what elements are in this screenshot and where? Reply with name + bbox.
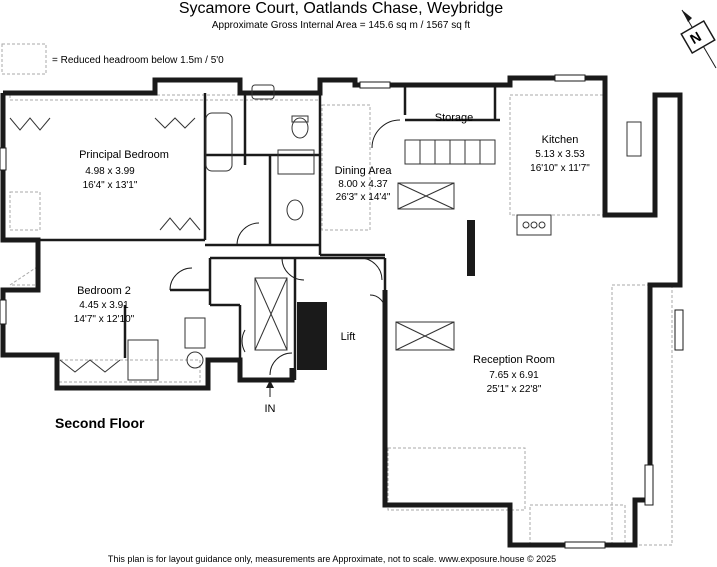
principal-bedroom-name: Principal Bedroom [79,149,169,161]
sink-icon-2 [184,317,206,349]
toilet-icon-2 [286,199,304,221]
lift-shaft [297,302,327,370]
kitchen-metric: 5.13 x 3.53 [535,149,585,160]
stairs [404,139,496,165]
room-bedroom-2: Bedroom 2 4.45 x 3.91 14'7" x 12'10" [74,285,135,325]
reception-room-metric: 7.65 x 6.91 [489,370,539,381]
north-compass-icon: N [680,9,717,69]
plan-title: Sycamore Court, Oatlands Chase, Weybridg… [179,0,503,17]
shower-icon [277,149,315,175]
interior-walls [40,85,500,380]
wardrobes [9,117,201,373]
plan-subtitle: Approximate Gross Internal Area = 145.6 … [212,20,470,31]
bathroom-fixtures [127,84,315,381]
kitchen-name: Kitchen [542,134,579,146]
kitchen-imperial: 16'10" x 11'7" [530,163,590,174]
room-kitchen: Kitchen 5.13 x 3.53 16'10" x 11'7" [530,134,590,174]
bedroom2-name: Bedroom 2 [77,285,131,297]
room-dining-area: Dining Area 8.00 x 4.37 26'3" x 14'4" [335,165,393,203]
bathtub-icon [205,112,233,172]
skylights [254,182,455,351]
shower-icon-2 [127,339,159,381]
principal-bedroom-metric: 4.98 x 3.99 [85,166,135,177]
footer-disclaimer: This plan is for layout guidance only, m… [108,554,556,564]
bedroom2-imperial: 14'7" x 12'10" [74,314,135,325]
entrance-marker: IN [265,380,276,415]
sink-icon [251,84,275,100]
windows [0,74,684,549]
toilet-icon [291,117,309,139]
dining-area-metric: 8.00 x 4.37 [338,179,388,190]
bedroom2-metric: 4.45 x 3.91 [79,300,129,311]
kitchen-island-end [467,220,475,276]
kitchen-fixtures [467,121,642,276]
storage-name: Storage [435,112,474,124]
room-principal-bedroom: Principal Bedroom 4.98 x 3.99 16'4" x 13… [79,149,169,191]
floor-label: Second Floor [55,415,145,431]
toilet-icon-3 [186,351,204,369]
dining-area-name: Dining Area [335,165,393,177]
outer-walls [0,75,683,548]
reception-room-name: Reception Room [473,354,555,366]
legend-text: = Reduced headroom below 1.5m / 5'0 [52,55,224,66]
reception-room-imperial: 25'1" x 22'8" [487,384,542,395]
legend-headroom-swatch [1,43,47,75]
kitchen-sink-icon [626,121,642,157]
principal-bedroom-imperial: 16'4" x 13'1" [83,180,138,191]
dining-area-imperial: 26'3" x 14'4" [336,192,391,203]
door-swings [169,119,401,376]
lift-name: Lift [341,331,356,343]
room-reception-room: Reception Room 7.65 x 6.91 25'1" x 22'8" [473,354,555,395]
entrance-label: IN [265,403,276,415]
